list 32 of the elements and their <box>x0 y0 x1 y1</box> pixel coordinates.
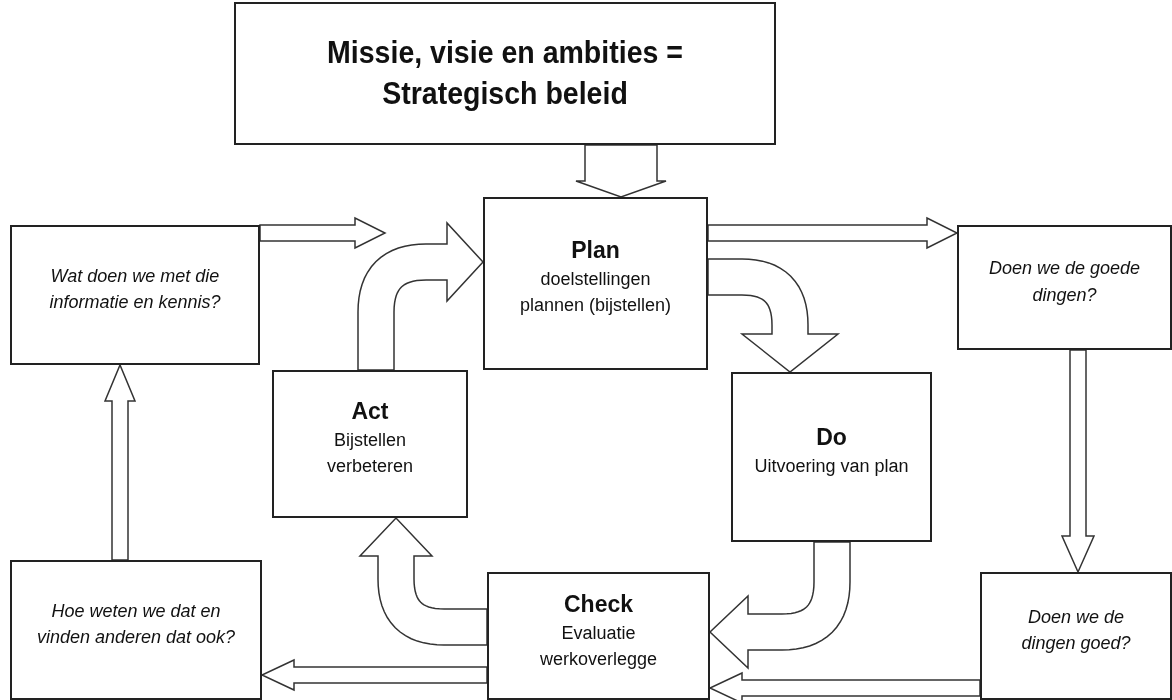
step-heading: Check <box>563 589 633 619</box>
box-text: Wat doen we met die informatie en kennis? <box>48 264 222 314</box>
block-arrow <box>260 658 488 692</box>
block-arrow <box>259 216 387 250</box>
block-arrow <box>575 144 667 198</box>
block-arrow <box>707 258 841 373</box>
block-arrow <box>1060 349 1096 574</box>
box-text: Doen we de dingen goed? <box>1020 605 1132 655</box>
process-box <box>483 197 708 370</box>
process-box <box>272 370 468 518</box>
step-heading: Plan <box>571 236 620 266</box>
box-text: Uitvoering van plan <box>754 454 909 478</box>
title-box <box>234 2 776 145</box>
box-text: Evaluatie werkoverlegge <box>538 621 659 671</box>
question-box <box>10 560 262 700</box>
step-heading: Act <box>351 396 389 426</box>
question-box <box>980 572 1172 700</box>
step-heading: Do <box>816 423 847 452</box>
process-box <box>731 372 932 542</box>
question-box <box>957 225 1172 350</box>
box-text: Hoe weten we dat en vinden anderen dat ook? <box>35 599 237 649</box>
block-arrow <box>357 221 485 371</box>
question-box <box>10 225 260 365</box>
block-arrow <box>103 363 137 561</box>
box-text: doelstellingen plannen (bijstellen) <box>518 268 673 318</box>
block-arrow <box>708 541 851 670</box>
block-arrow <box>708 671 981 700</box>
block-arrow <box>707 216 959 250</box>
process-box <box>487 572 710 700</box>
title-text: Missie, visie en ambities = Strategisch beleid <box>326 34 684 113</box>
box-text: Bijstellen verbeteren <box>325 428 415 478</box>
box-text: Doen we de goede dingen? <box>987 257 1142 307</box>
